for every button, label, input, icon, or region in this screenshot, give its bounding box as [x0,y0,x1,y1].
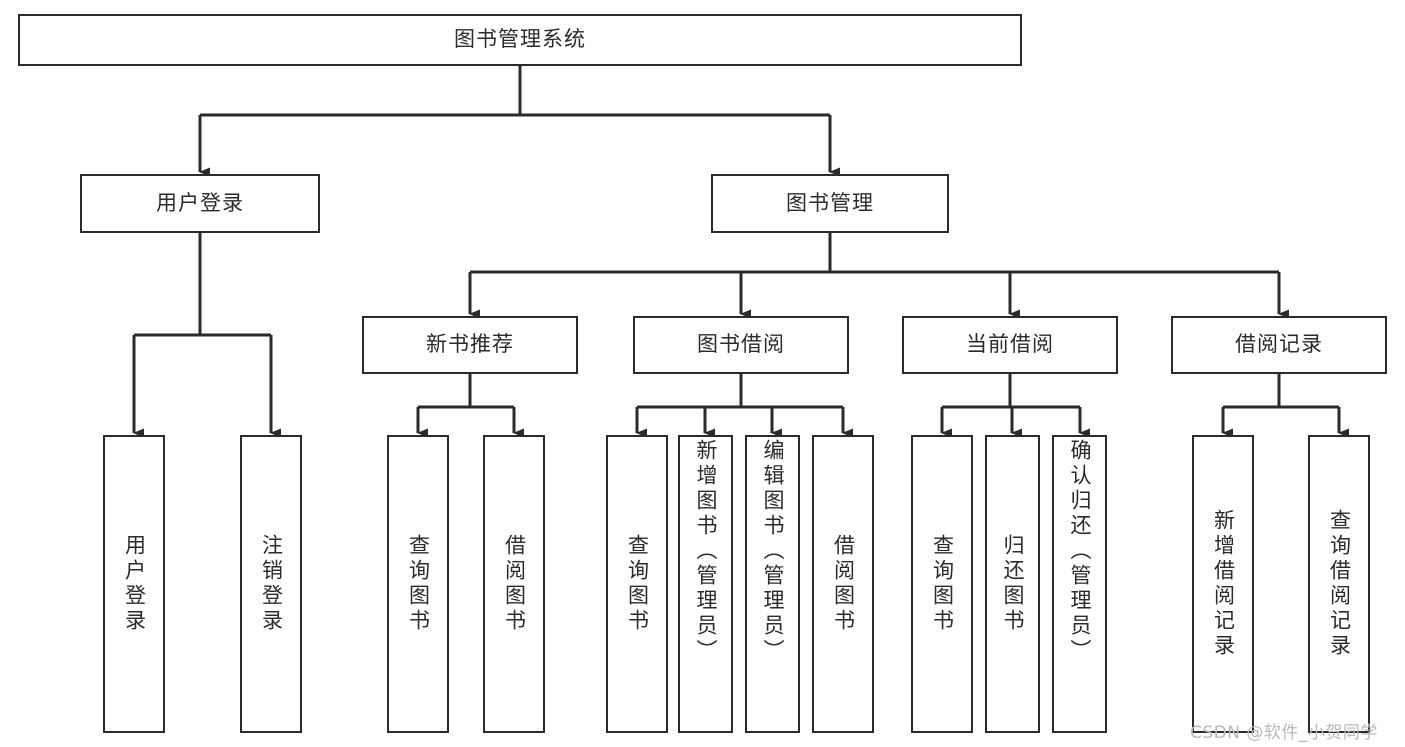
node-label-leaf-query-book-borrow: 查询图书 [625,534,650,634]
node-current-borrow[interactable]: 当前借阅 [902,316,1118,374]
node-label-leaf-query-borrow-record: 查询借阅记录 [1327,509,1352,659]
node-leaf-query-book-current[interactable]: 查询图书 [911,435,973,733]
node-label-leaf-edit-book: 编辑图书（管理员） [761,439,785,664]
node-leaf-borrow-book[interactable]: 借阅图书 [812,435,874,733]
node-label-leaf-borrow-book: 借阅图书 [831,534,856,634]
node-label-leaf-borrow-book-recommend: 借阅图书 [502,534,527,634]
node-label-leaf-user-logout: 注销登录 [259,534,284,634]
node-label-new-book-recommend: 新书推荐 [426,332,514,357]
node-label-leaf-add-borrow-record: 新增借阅记录 [1211,509,1236,659]
node-root-system[interactable]: 图书管理系统 [18,14,1022,66]
node-leaf-confirm-return[interactable]: 确认归还（管理员） [1052,435,1107,733]
node-user-login[interactable]: 用户登录 [80,174,320,233]
node-leaf-query-book-recommend[interactable]: 查询图书 [387,435,449,733]
node-label-current-borrow: 当前借阅 [966,332,1054,357]
node-leaf-add-book[interactable]: 新增图书（管理员） [678,435,733,733]
node-label-user-login: 用户登录 [156,190,244,215]
node-book-borrow[interactable]: 图书借阅 [633,316,849,374]
node-label-book-borrow: 图书借阅 [697,332,785,357]
node-label-root: 图书管理系统 [454,27,586,52]
node-label-borrow-records: 借阅记录 [1235,332,1323,357]
node-label-leaf-return-book: 归还图书 [1001,534,1025,634]
node-leaf-add-borrow-record[interactable]: 新增借阅记录 [1192,435,1254,733]
node-label-leaf-user-login: 用户登录 [122,534,147,634]
node-label-leaf-query-book-recommend: 查询图书 [406,534,431,634]
node-leaf-edit-book[interactable]: 编辑图书（管理员） [745,435,800,733]
node-label-leaf-add-book: 新增图书（管理员） [694,439,718,664]
node-leaf-user-logout[interactable]: 注销登录 [240,435,302,733]
node-label-leaf-query-book-current: 查询图书 [930,534,955,634]
node-leaf-borrow-book-recommend[interactable]: 借阅图书 [483,435,545,733]
node-leaf-return-book[interactable]: 归还图书 [985,435,1040,733]
node-book-management[interactable]: 图书管理 [711,174,949,233]
node-new-book-recommend[interactable]: 新书推荐 [362,316,578,374]
node-leaf-user-login[interactable]: 用户登录 [103,435,165,733]
node-label-book-management: 图书管理 [786,190,874,215]
node-leaf-query-borrow-record[interactable]: 查询借阅记录 [1308,435,1370,733]
node-leaf-query-book-borrow[interactable]: 查询图书 [606,435,668,733]
node-borrow-records[interactable]: 借阅记录 [1171,316,1387,374]
watermark-text: CSDN @软件_小贺同学 [1190,723,1378,743]
node-label-leaf-confirm-return: 确认归还（管理员） [1068,439,1092,664]
